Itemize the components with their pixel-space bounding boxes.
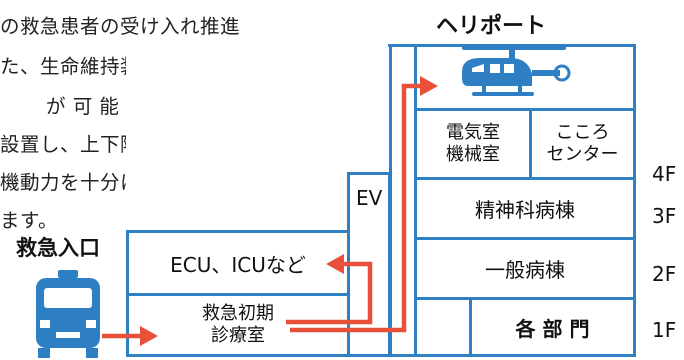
arrow-clinic-to-icu xyxy=(286,261,373,325)
emergency-initial-line1: 救急初期 xyxy=(202,303,274,324)
emergency-initial-line2: 診療室 xyxy=(211,325,265,346)
floor-label-1f: 1F xyxy=(652,318,677,342)
kokoro-line1: こころ xyxy=(555,122,610,143)
helicopter-icon xyxy=(462,45,571,96)
arrowhead-right xyxy=(140,326,158,346)
floor1-left-cell xyxy=(414,297,472,357)
outline-mask xyxy=(126,44,348,233)
arrowhead-heliport xyxy=(420,76,438,96)
intro-line: の救急患者の受け入れ推進 xyxy=(0,15,241,38)
machine-room-line2: 機械室 xyxy=(446,144,500,165)
transport-arrows xyxy=(102,83,422,339)
floor-label-4f: 4F xyxy=(652,162,677,186)
heliport-label: ヘリポート xyxy=(436,14,547,39)
departments: 各 部 門 xyxy=(469,297,636,357)
floor-label-2f: 2F xyxy=(652,262,677,286)
machine-room-line1: 電気室 xyxy=(446,122,500,143)
arrow-clinic-to-heliport xyxy=(290,83,422,333)
intro-line: ます。 xyxy=(0,209,59,232)
kokoro-center: こころ センター xyxy=(529,108,636,180)
ecu-icu-room: ECU、ICUなど xyxy=(126,230,350,296)
floor-label-3f: 3F xyxy=(652,204,677,228)
arrow-heads xyxy=(140,76,438,346)
kokoro-line2: センター xyxy=(546,144,619,165)
arrowhead-left xyxy=(326,254,344,274)
emergency-entrance-label: 救急入口 xyxy=(16,236,100,260)
psychiatric-ward: 精神科病棟 xyxy=(414,177,636,240)
emergency-initial-clinic: 救急初期 診療室 xyxy=(126,293,350,357)
ambulance-icon xyxy=(36,270,100,358)
elevator-label: EV xyxy=(356,186,383,210)
